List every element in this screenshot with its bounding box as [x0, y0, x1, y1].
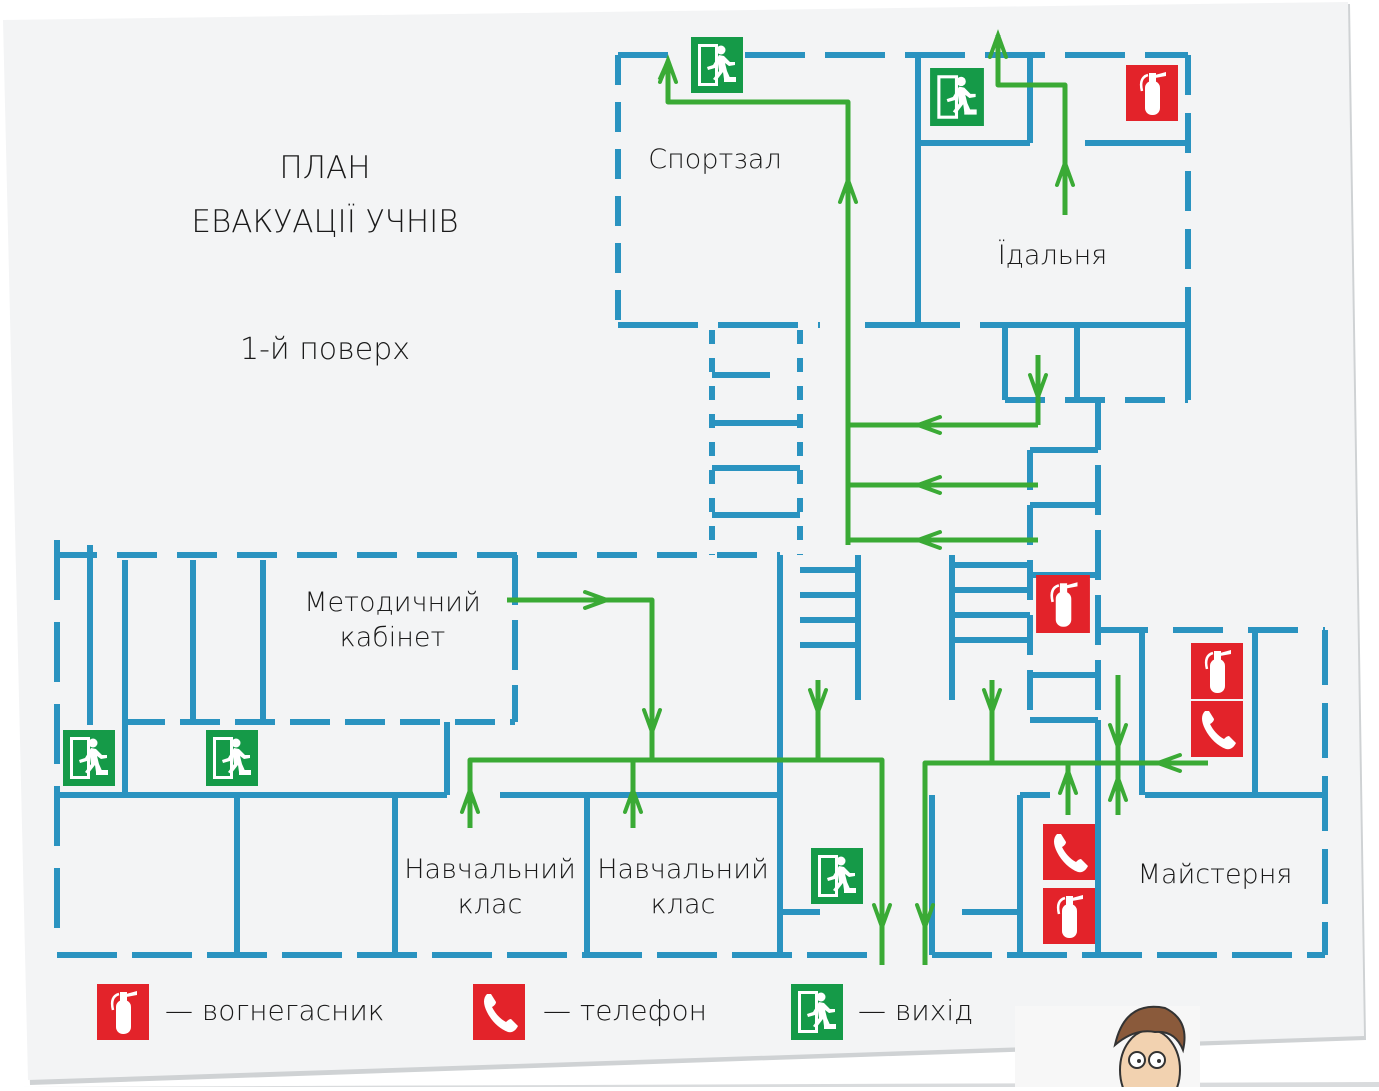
- room-label-methodical-line1: Методичний: [304, 587, 481, 618]
- emergency-exit-icon: [791, 984, 843, 1040]
- arrow-down: [872, 903, 892, 933]
- phone-icon: [1191, 701, 1243, 757]
- emergency-exit-icon: [930, 68, 984, 126]
- arrow-up: [988, 29, 1008, 59]
- arrow-up: [623, 784, 643, 814]
- room-label-classroom-1-line1: Навчальний: [404, 854, 576, 885]
- arrow-left: [1152, 753, 1182, 773]
- room-label-classroom-2-line1: Навчальний: [597, 854, 769, 885]
- arrow-up: [1108, 772, 1128, 802]
- fire-extinguisher-icon: [1036, 575, 1090, 633]
- arrow-left: [912, 415, 942, 435]
- emergency-exit-icon: [811, 848, 863, 904]
- arrow-down: [915, 903, 935, 933]
- legend-extinguisher-label: — вогнегасник: [165, 994, 385, 1027]
- room-label-workshop: Майстерня: [1137, 859, 1293, 890]
- room-label-classroom-2-line2: клас: [650, 889, 716, 921]
- emergency-exit-icon: [63, 730, 115, 786]
- plan-title-line2: ЕВАКУАЦІЇ УЧНІВ: [191, 204, 459, 241]
- room-label-classroom-2: Навчальний клас: [590, 852, 776, 922]
- arrow-down: [1028, 373, 1048, 403]
- arrow-down: [808, 688, 828, 718]
- building-walls: [54, 52, 1328, 958]
- arrow-down: [642, 708, 662, 738]
- fire-extinguisher-icon: [1042, 888, 1096, 944]
- room-label-gym: Спортзал: [648, 144, 782, 175]
- arrow-up: [838, 174, 858, 204]
- room-label-classroom-1-line2: клас: [457, 889, 523, 921]
- plan-title-line1: ПЛАН: [279, 150, 371, 186]
- arrow-up: [1055, 157, 1075, 187]
- room-label-methodical: Методичний кабінет: [280, 585, 505, 655]
- arrow-left: [912, 475, 942, 495]
- arrow-left: [912, 530, 942, 550]
- fire-extinguisher-icon: [96, 984, 150, 1040]
- phone-icon: [1043, 824, 1095, 880]
- cartoon-character: [1015, 1000, 1200, 1091]
- emergency-exit-icon: [206, 730, 258, 786]
- arrow-right: [583, 590, 613, 610]
- plan-title: ПЛАН ЕВАКУАЦІЇ УЧНІВ: [150, 148, 500, 257]
- legend-phone-label: — телефон: [543, 994, 707, 1027]
- paper-sheet: [3, 2, 1379, 1087]
- room-label-dining: Їдальня: [997, 240, 1108, 271]
- route-arrowheads: [460, 29, 1182, 933]
- arrow-up: [658, 54, 678, 84]
- fire-extinguisher-icon: [1125, 65, 1179, 121]
- evacuation-routes: [467, 35, 1208, 965]
- arrow-up: [1058, 765, 1078, 795]
- legend-exit-label: — вихід: [858, 994, 974, 1027]
- fire-extinguisher-icon: [1190, 643, 1244, 699]
- arrow-up: [460, 784, 480, 814]
- room-label-classroom-1: Навчальний клас: [397, 852, 583, 922]
- phone-icon: [473, 984, 525, 1040]
- arrow-down: [982, 688, 1002, 718]
- room-label-methodical-line2: кабінет: [339, 622, 446, 654]
- arrow-down: [1108, 723, 1128, 753]
- emergency-exit-icon: [691, 37, 743, 93]
- floor-label: 1-й поверх: [239, 332, 410, 367]
